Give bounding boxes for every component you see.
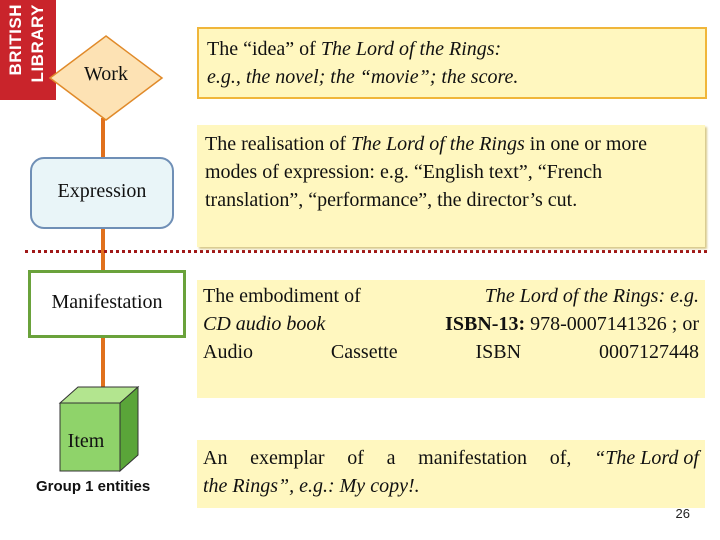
- manifestation-desc-word: 0007127448: [599, 341, 699, 363]
- manifestation-desc-word: Audio: [203, 341, 253, 363]
- expression-desc-text-c: in one or more modes of expression: e.g.…: [205, 133, 647, 211]
- item-label: Item: [67, 430, 105, 452]
- work-desc-examples: e.g., the novel; the “movie”; the score.: [207, 66, 519, 88]
- manifestation-shape: [28, 270, 186, 338]
- work-diamond-shape: [48, 35, 164, 121]
- work-desc-text: The “idea” of: [207, 38, 321, 60]
- manifestation-desc-cd: CD audio book: [203, 313, 326, 335]
- manifestation-desc-line-2: CD audio book ISBN-13: 978-0007141326 ; …: [203, 310, 699, 338]
- work-description: The “idea” of The Lord of the Rings: e.g…: [197, 27, 707, 99]
- manifestation-desc-line-3: Audio Cassette ISBN 0007127448: [203, 338, 699, 366]
- manifestation-label: Manifestation: [51, 291, 163, 313]
- item-desc-word: a: [386, 447, 396, 469]
- expression-description: The realisation of The Lord of the Rings…: [197, 125, 705, 247]
- entity-connector-line: [101, 118, 105, 418]
- item-desc-title-start: “The Lord of: [594, 447, 699, 469]
- manifestation-description: The embodiment of The Lord of the Rings:…: [197, 280, 705, 398]
- expression-desc-text-a: The realisation of: [205, 133, 352, 155]
- item-desc-line-1: An exemplar of a manifestation of, “The …: [203, 444, 699, 472]
- item-desc-word: exemplar: [250, 447, 325, 469]
- logo-text-british: BRITISH: [6, 4, 25, 76]
- manifestation-desc-isbn13-label: ISBN-13:: [445, 313, 526, 335]
- group-1-entities-caption: Group 1 entities: [36, 478, 151, 495]
- item-desc-word: manifestation: [418, 447, 528, 469]
- manifestation-desc-text: The embodiment of: [203, 285, 361, 307]
- item-desc-word: of,: [549, 447, 572, 469]
- manifestation-desc-isbn13-value: 978-0007141326 ; or: [525, 313, 699, 335]
- dotted-separator: [25, 250, 707, 253]
- page-number: 26: [675, 506, 690, 521]
- item-desc-word: An: [203, 447, 228, 469]
- manifestation-desc-title: The Lord of the Rings: e.g.: [484, 285, 699, 307]
- logo-text-library: LIBRARY: [28, 4, 47, 83]
- british-library-logo: BRITISH LIBRARY: [0, 0, 56, 100]
- work-label: Work: [84, 63, 128, 85]
- expression-desc-title: The Lord of the Rings: [351, 133, 525, 155]
- item-desc-line-2: the Rings”, e.g.: My copy!.: [203, 475, 420, 497]
- manifestation-desc-line-1: The embodiment of The Lord of the Rings:…: [203, 282, 699, 310]
- work-desc-title: The Lord of the Rings:: [320, 38, 502, 60]
- item-description: An exemplar of a manifestation of, “The …: [197, 440, 705, 508]
- manifestation-desc-word: Cassette: [330, 341, 398, 363]
- manifestation-desc-word: ISBN: [475, 341, 522, 363]
- expression-label: Expression: [57, 180, 147, 202]
- item-cube-shape: [58, 385, 140, 473]
- expression-shape: [30, 157, 174, 229]
- item-desc-word: of: [347, 447, 364, 469]
